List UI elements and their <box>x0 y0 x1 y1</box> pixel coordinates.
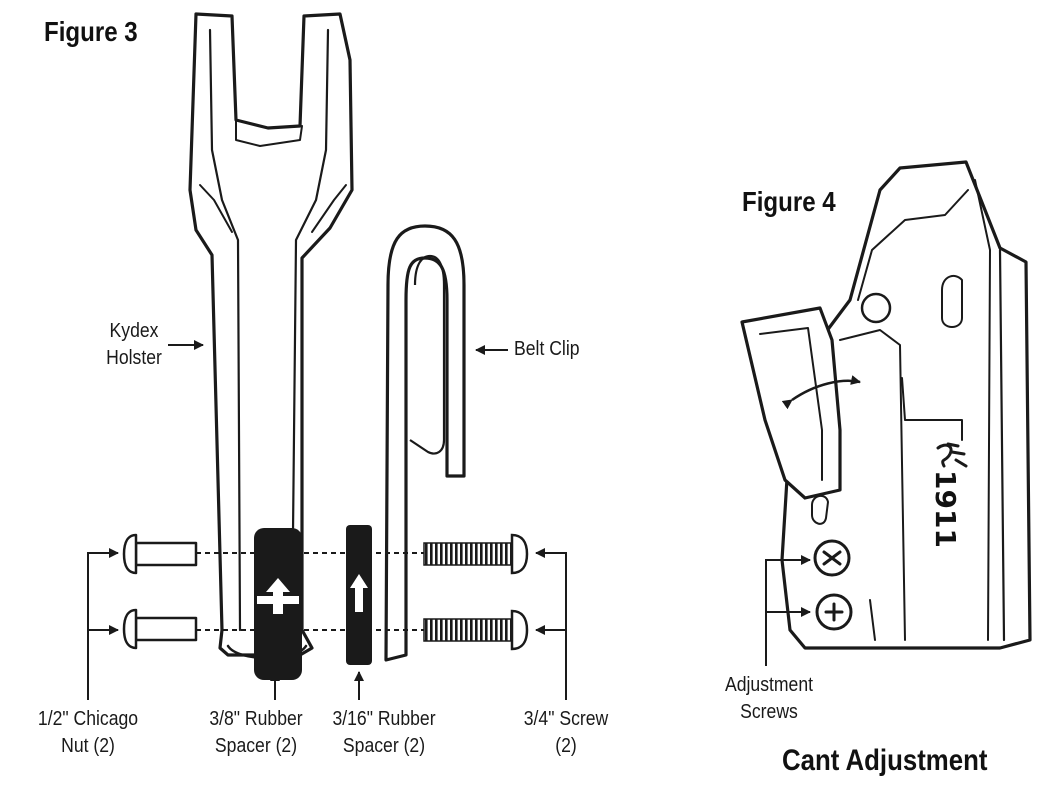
chicago-nut-drawing <box>122 533 198 650</box>
label-rubber-spacer-3-8-line2: Spacer (2) <box>214 735 298 757</box>
rubber-spacer-3-8-drawing <box>254 528 302 680</box>
figure4-leader-arrows <box>765 555 811 666</box>
cant-rotation-arrow <box>781 375 861 410</box>
label-screw-3-4-line2: (2) <box>555 735 577 757</box>
label-rubber-spacer-3-16: 3/16" Rubber Spacer (2) <box>326 706 442 760</box>
label-kydex-holster: Kydex Holster <box>97 318 171 372</box>
label-kydex-holster-line1: Kydex <box>109 320 159 342</box>
figure4-title: Figure 4 <box>742 186 836 217</box>
cant-adjustment-caption: Cant Adjustment <box>782 744 988 777</box>
rubber-spacer-3-16-drawing <box>346 525 372 665</box>
label-screw-3-4-line1: 3/4" Screw <box>523 708 609 730</box>
alignment-lines <box>196 552 426 631</box>
label-rubber-spacer-3-16-line2: Spacer (2) <box>342 735 426 757</box>
figure3-title: Figure 3 <box>44 16 138 47</box>
label-chicago-nut-line2: Nut (2) <box>61 735 115 757</box>
kydex-holster-drawing <box>188 12 354 660</box>
label-chicago-nut-line1: 1/2" Chicago <box>37 708 139 730</box>
label-rubber-spacer-3-8: 3/8" Rubber Spacer (2) <box>203 706 309 760</box>
buckmark-logo <box>936 442 968 468</box>
label-rubber-spacer-3-16-line1: 3/16" Rubber <box>332 708 436 730</box>
label-adjustment-screws-line1: Adjustment <box>724 674 814 696</box>
screw-drawing <box>423 533 529 651</box>
belt-clip-drawing <box>384 224 466 662</box>
label-adjustment-screws-line2: Screws <box>740 701 798 723</box>
label-screw-3-4: 3/4" Screw (2) <box>515 706 617 760</box>
brand-mark-1911: 1911 <box>929 470 962 548</box>
label-belt-clip: Belt Clip <box>514 338 580 360</box>
label-adjustment-screws: Adjustment Screws <box>719 672 819 726</box>
label-rubber-spacer-3-8-line1: 3/8" Rubber <box>209 708 303 730</box>
label-chicago-nut: 1/2" Chicago Nut (2) <box>28 706 148 760</box>
figure3-leader-arrows <box>87 340 567 700</box>
label-kydex-holster-line2: Holster <box>106 347 162 369</box>
holster-assembled-drawing <box>740 160 1032 650</box>
